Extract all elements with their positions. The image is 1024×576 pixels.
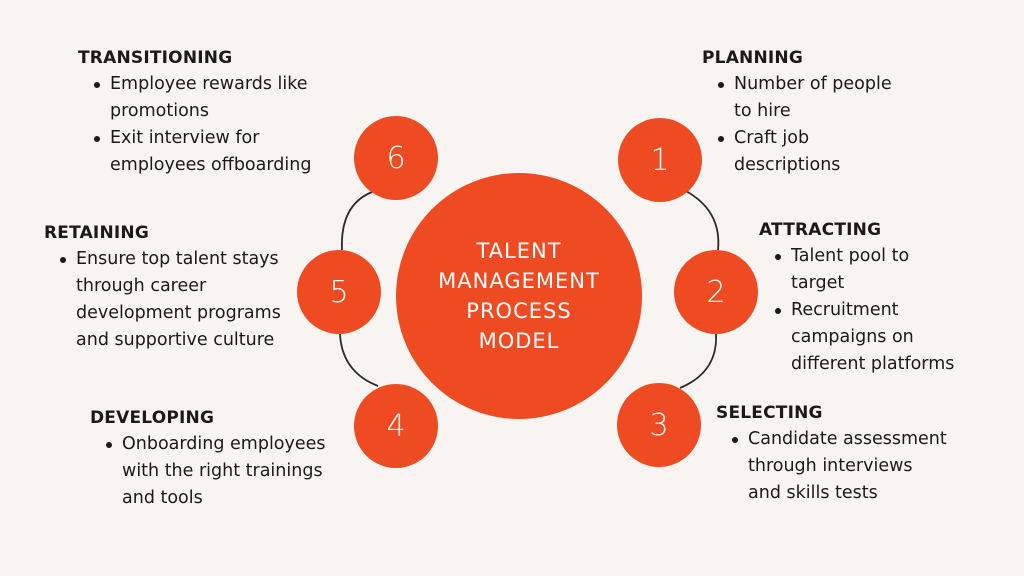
- bullet: Exit interview for employees offboarding: [94, 125, 335, 179]
- center-title-circle: TALENT MANAGEMENT PROCESS MODEL: [396, 173, 642, 419]
- bullet: Craft job descriptions: [718, 125, 874, 179]
- title-line: MANAGEMENT: [438, 269, 600, 293]
- step-5-retaining: RETAINING Ensure top talent stays throug…: [44, 220, 304, 354]
- step-2-circle: 2: [674, 250, 758, 334]
- connector-6-5: [341, 191, 373, 251]
- title-line: PROCESS: [466, 299, 572, 323]
- connector-1-2: [683, 189, 720, 251]
- step-4-circle: 4: [354, 384, 438, 468]
- step-5-circle: 5: [297, 250, 381, 334]
- step-heading: TRANSITIONING: [78, 48, 233, 68]
- bullet: Onboarding employees with the right trai…: [106, 431, 347, 512]
- bullet: Candidate assessment through interviews …: [732, 426, 948, 507]
- step-4-developing: DEVELOPING Onboarding employees with the…: [90, 405, 360, 512]
- step-2-attracting: ATTRACTING Talent pool to target Recruit…: [759, 217, 999, 378]
- step-heading: PLANNING: [702, 48, 804, 68]
- bullet: Recruitment campaigns on different platf…: [775, 297, 981, 378]
- connector-5-4: [339, 333, 379, 387]
- step-6-circle: 6: [354, 116, 438, 200]
- bullet: Ensure top talent stays through career d…: [60, 246, 306, 354]
- bullet: Number of people to hire: [718, 71, 894, 125]
- bullet: Talent pool to target: [775, 243, 931, 297]
- step-heading: RETAINING: [44, 223, 149, 243]
- title-line: MODEL: [478, 329, 560, 353]
- connector-2-3: [679, 333, 717, 389]
- step-1-circle: 1: [618, 118, 702, 202]
- step-heading: SELECTING: [716, 403, 823, 423]
- step-heading: ATTRACTING: [759, 220, 882, 240]
- step-3-selecting: SELECTING Candidate assessment through i…: [716, 400, 976, 507]
- step-3-circle: 3: [617, 383, 701, 467]
- title-line: TALENT: [476, 239, 562, 263]
- bullet: Employee rewards like promotions: [94, 71, 330, 125]
- step-heading: DEVELOPING: [90, 408, 215, 428]
- step-6-transitioning: TRANSITIONING Employee rewards like prom…: [78, 45, 348, 179]
- step-1-planning: PLANNING Number of people to hire Craft …: [702, 45, 922, 179]
